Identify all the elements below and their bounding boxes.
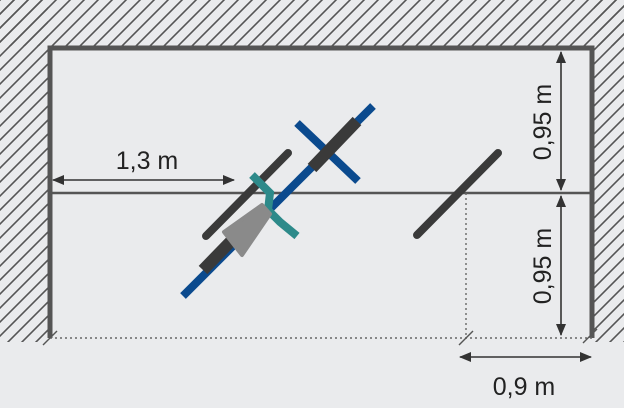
- bicycle-top-view-icon: [180, 103, 376, 299]
- saddle: [222, 203, 272, 257]
- bike-guide-tick: [458, 330, 474, 346]
- left-distance-label: 1,3 m: [116, 147, 179, 175]
- handlebar-bar: [202, 149, 292, 240]
- wall-hatching: [0, 0, 624, 342]
- top-half-label: 0,95 m: [529, 84, 557, 160]
- boundary-tick-right: [582, 328, 598, 344]
- boundary-tick-left: [42, 330, 58, 346]
- parked-bike-right: [413, 149, 502, 239]
- right-spacing-label: 0,9 m: [493, 373, 556, 401]
- bottom-half-label: 0,95 m: [529, 228, 557, 304]
- front-wheel: [307, 116, 362, 173]
- right-wall-hatch: [594, 0, 624, 342]
- top-wall-hatch: [0, 0, 624, 46]
- left-wall-hatch: [0, 0, 48, 342]
